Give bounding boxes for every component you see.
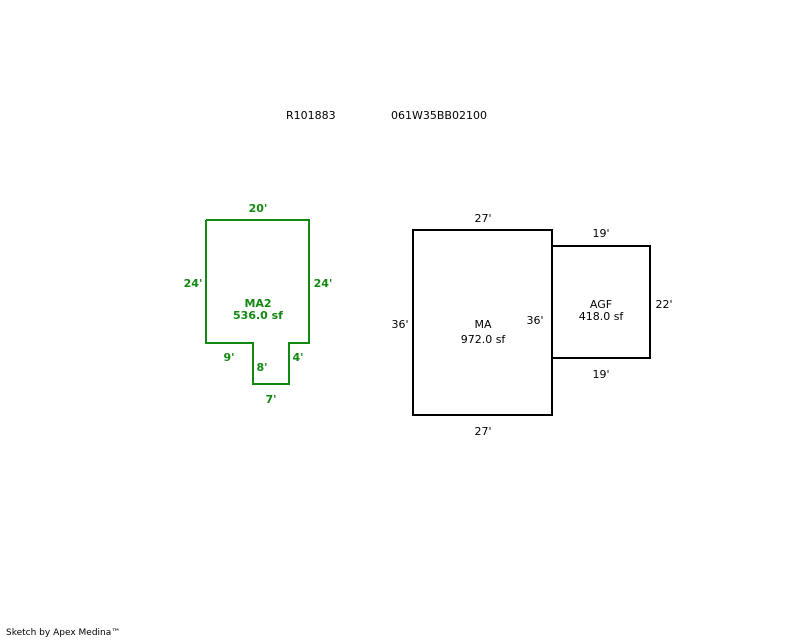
ma2-dim-left: 24' [184,277,203,290]
ma2-outline [205,219,310,385]
area-agf: 19' 19' 22' AGF 418.0 sf [551,227,673,381]
agf-label: AGF [590,298,612,311]
agf-area: 418.0 sf [579,310,625,323]
ma2-label: MA2 [244,297,271,310]
agf-outline [551,245,651,359]
ma-area: 972.0 sf [461,333,507,346]
sketch-credit: Sketch by Apex Medina™ [6,628,121,638]
ma2-area: 536.0 sf [233,309,283,322]
ma2-dim-notch-inner: 8' [256,361,267,374]
area-ma: 27' 27' 36' 36' MA 972.0 sf [391,212,553,438]
agf-dim-right: 22' [655,298,672,311]
ma2-dim-notch-left: 9' [223,351,234,364]
ma2-dim-bottom: 7' [265,393,276,406]
ma-dim-top: 27' [474,212,491,225]
ma2-dim-notch-right: 4' [292,351,303,364]
agf-dim-top: 19' [592,227,609,240]
ma-label: MA [474,318,491,331]
area-ma2: 20' 24' 24' 9' 4' 8' 7' MA2 536.0 sf [184,202,333,406]
ma-dim-bottom: 27' [474,425,491,438]
ma-dim-right: 36' [526,314,543,327]
parcel-id: R101883 [286,109,336,122]
map-number: 061W35BB02100 [391,109,487,122]
ma2-dim-top: 20' [249,202,268,215]
ma2-dim-right: 24' [314,277,333,290]
ma-dim-left: 36' [391,318,408,331]
agf-dim-bottom: 19' [592,368,609,381]
